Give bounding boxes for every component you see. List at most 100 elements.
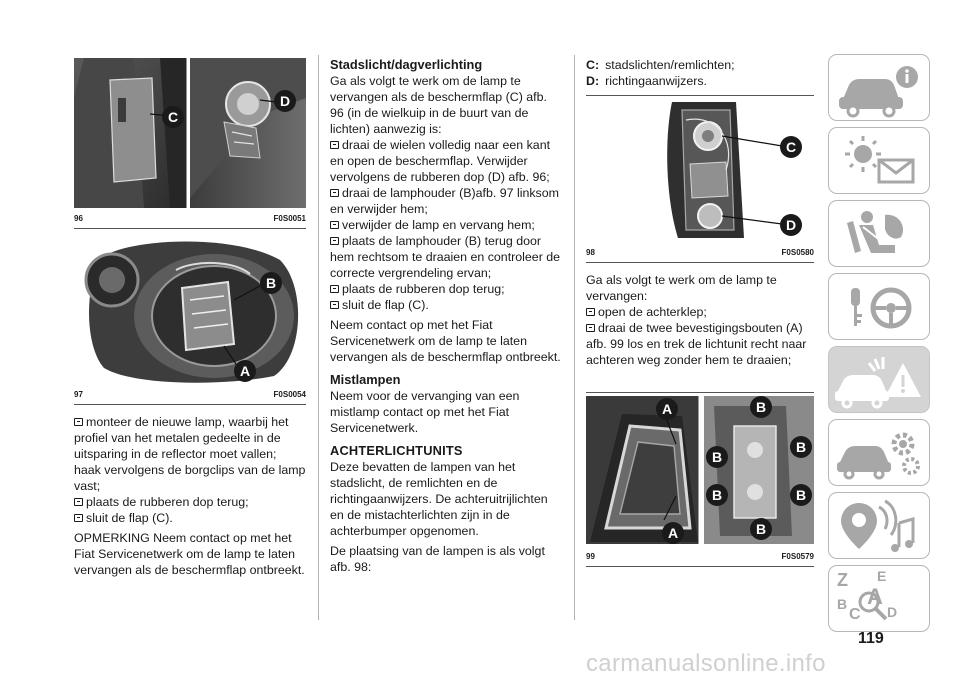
bullet-box-icon: [330, 141, 339, 149]
tab-emergency[interactable]: [828, 346, 930, 413]
callout-a: A: [234, 360, 256, 382]
caption-rule: [586, 262, 814, 263]
callout-d: D: [274, 90, 296, 112]
bullet-item: open de achterklep;: [586, 304, 814, 320]
bullet-item: draai de twee bevestigingsbouten (A) afb…: [586, 321, 807, 367]
callout-b: B: [790, 436, 812, 458]
bullet-box-icon: [586, 324, 595, 332]
tab-car-info[interactable]: [828, 54, 930, 121]
index-letter: Z: [837, 570, 848, 590]
index-icon: Z E A B C D: [829, 566, 929, 630]
rear-paragraph: Deze bevatten de lampen van het stadslic…: [330, 460, 548, 538]
bullet-item: draai de wielen volledig naar een kant e…: [330, 138, 551, 184]
figure-96: C D: [74, 58, 306, 208]
callout-b: B: [750, 396, 772, 418]
figure-99-illustration: [586, 396, 814, 544]
bullet-item: plaats de rubberen dop terug;: [74, 494, 306, 510]
caption-rule: [74, 228, 306, 229]
caption-rule: [586, 95, 814, 96]
multimedia-icon: [841, 499, 915, 552]
key-steering-icon: [851, 287, 912, 329]
legend-item-d: D:richtingaanwijzers.: [586, 74, 707, 88]
callout-b: B: [790, 484, 812, 506]
figure-number: 97: [74, 390, 83, 399]
text-col1: monteer de nieuwe lamp, waarbij het prof…: [74, 414, 306, 578]
figure-code: F0S0580: [781, 248, 814, 257]
index-letter: C: [849, 606, 861, 623]
callout-b: B: [706, 446, 728, 468]
intro-paragraph: Ga als volgt te werk om de lamp te verva…: [330, 74, 547, 136]
text-col2: Stadslicht/dagverlichting Ga als volgt t…: [330, 57, 562, 575]
callout-d: D: [780, 214, 802, 236]
tab-seat-airbag[interactable]: [828, 200, 930, 267]
magnifier-icon: [858, 591, 888, 621]
bullet-box-icon: [330, 285, 339, 293]
warning-lights-icon: [845, 136, 915, 184]
watermark: carmanualsonline.info: [586, 650, 826, 677]
figure-99: A A B B B B B B: [586, 396, 814, 544]
tab-multimedia[interactable]: [828, 492, 930, 559]
closing-paragraph: Neem contact op met het Fiat Servicenetw…: [330, 318, 561, 364]
index-letter: D: [887, 604, 898, 620]
bullet-box-icon: [330, 237, 339, 245]
bullet-box-icon: [330, 221, 339, 229]
bullet-item: monteer de nieuwe lamp, waarbij het prof…: [74, 415, 306, 493]
caption-rule: [74, 404, 306, 405]
tab-warning-lights[interactable]: [828, 127, 930, 194]
index-letter: B: [837, 596, 848, 612]
legend-item-c: C:stadslichten/remlichten;: [586, 58, 735, 72]
caption-rule: [586, 566, 814, 567]
callout-c: C: [162, 106, 184, 128]
figure-98-illustration: [586, 100, 814, 240]
figure-code: F0S0054: [273, 390, 306, 399]
legend-list: C:stadslichten/remlichten; D:richtingaan…: [586, 57, 814, 89]
figure-number: 96: [74, 214, 83, 223]
bullet-item: draai de lamphouder (B)afb. 97 linksom e…: [330, 186, 559, 216]
bullet-item: verwijder de lamp en vervang hem;: [330, 217, 562, 233]
callout-b: B: [260, 272, 282, 294]
column-divider-1: [318, 55, 319, 620]
bullet-box-icon: [74, 514, 83, 522]
column-divider-2: [574, 55, 575, 620]
figure-number: 99: [586, 552, 595, 561]
text-col3: Ga als volgt te werk om de lamp te verva…: [586, 272, 814, 368]
section-heading: ACHTERLICHTUNITS: [330, 443, 463, 458]
bullet-box-icon: [586, 308, 595, 316]
bullet-item: plaats de lamphouder (B) terug door hem …: [330, 234, 561, 280]
callout-a: A: [656, 398, 678, 420]
figure-code: F0S0051: [273, 214, 306, 223]
callout-b: B: [750, 518, 772, 540]
figure-97-illustration: [74, 236, 306, 386]
note-paragraph: OPMERKING Neem contact op met het Fiat S…: [74, 531, 305, 577]
callout-b: B: [706, 484, 728, 506]
car-info-icon: [839, 66, 918, 118]
caption-rule: [586, 392, 814, 393]
bullet-box-icon: [330, 189, 339, 197]
seat-airbag-icon: [847, 211, 904, 253]
callout-c: C: [780, 136, 802, 158]
callout-a: A: [662, 522, 684, 544]
bullet-item: plaats de rubberen dop terug;: [330, 281, 562, 297]
page-number: 119: [858, 630, 884, 647]
maintenance-icon: [837, 432, 920, 480]
bullet-item: sluit de flap (C).: [330, 297, 562, 313]
bullet-item: sluit de flap (C).: [74, 510, 306, 526]
fog-paragraph: Neem voor de vervanging van een mistlamp…: [330, 389, 520, 435]
tab-key-steering[interactable]: [828, 273, 930, 340]
position-paragraph: De plaatsing van de lampen is als volgt …: [330, 544, 545, 574]
bullet-box-icon: [330, 301, 339, 309]
bullet-box-icon: [74, 498, 83, 506]
figure-98: C D: [586, 100, 814, 240]
figure-96-illustration: [74, 58, 306, 208]
section-heading: Stadslicht/dagverlichting: [330, 57, 483, 72]
tab-index[interactable]: Z E A B C D: [828, 565, 930, 632]
tab-maintenance[interactable]: [828, 419, 930, 486]
bullet-box-icon: [74, 418, 83, 426]
index-letter: E: [877, 568, 887, 584]
section-heading: Mistlampen: [330, 372, 401, 387]
figure-code: F0S0579: [781, 552, 814, 561]
intro-paragraph: Ga als volgt te werk om de lamp te verva…: [586, 273, 777, 303]
figure-number: 98: [586, 248, 595, 257]
emergency-car-icon: [835, 357, 921, 409]
figure-97: B A: [74, 236, 306, 386]
